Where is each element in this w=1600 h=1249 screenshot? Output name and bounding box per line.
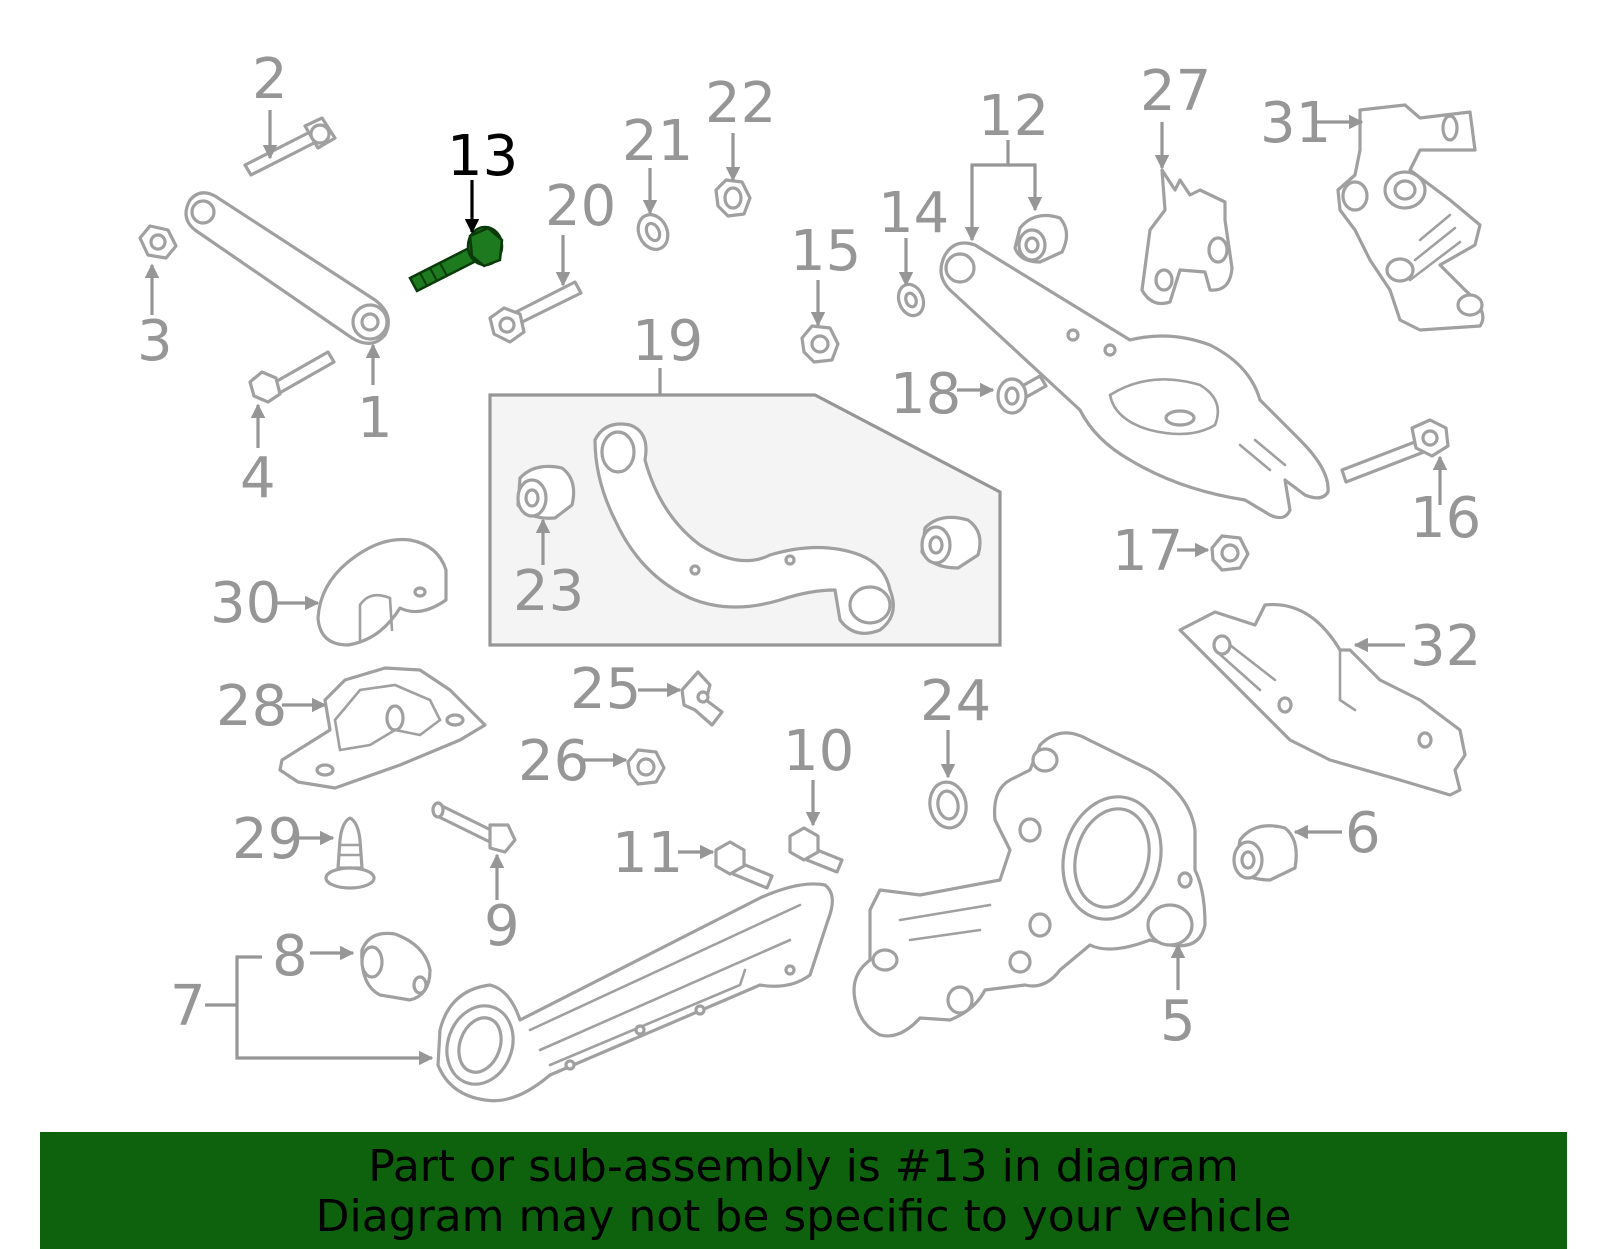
part-3-nut	[138, 224, 178, 260]
label-6: 6	[1345, 801, 1381, 866]
part-31-bracket-assembly	[1336, 103, 1485, 332]
label-4: 4	[240, 446, 276, 511]
part-1-control-link	[184, 191, 390, 345]
part-15-nut	[800, 324, 840, 364]
banner-line-1: Part or sub-assembly is #13 in diagram	[368, 1141, 1239, 1192]
label-31: 31	[1260, 91, 1331, 156]
part-16-bolt	[1340, 418, 1450, 484]
label-2: 2	[252, 47, 288, 112]
part-19-bushing-right	[920, 515, 982, 570]
part-29-push-pin	[324, 816, 376, 890]
part-17-nut	[1210, 534, 1250, 572]
info-banner: Part or sub-assembly is #13 in diagram D…	[40, 1132, 1567, 1249]
part-21-washer	[636, 213, 670, 251]
part-25-clip	[680, 670, 724, 727]
label-23: 23	[513, 559, 584, 624]
part-6-bushing	[1232, 824, 1298, 882]
part-22-nut	[714, 178, 752, 218]
label-13: 13	[447, 124, 518, 189]
part-23-bushing	[516, 464, 576, 520]
label-27: 27	[1140, 59, 1211, 124]
part-12-lower-control-arm	[939, 241, 1330, 520]
label-29: 29	[232, 807, 303, 872]
label-16: 16	[1410, 486, 1481, 551]
label-19: 19	[632, 309, 703, 374]
label-28: 28	[216, 674, 287, 739]
part-12-bushing	[1013, 214, 1069, 264]
part-labels: 2 3 1 4 13 20 21 22 15 14 12 27 31 19 18…	[137, 47, 1481, 1054]
label-9: 9	[484, 894, 520, 959]
label-8: 8	[272, 924, 308, 989]
label-30: 30	[210, 571, 281, 636]
part-28-mount	[278, 666, 487, 790]
banner-line-2: Diagram may not be specific to your vehi…	[315, 1191, 1292, 1242]
label-14: 14	[878, 181, 949, 246]
part-14-washer	[896, 282, 926, 318]
part-8-bushing	[360, 931, 432, 1002]
label-21: 21	[622, 109, 693, 174]
label-22: 22	[705, 71, 776, 136]
part-10-bolt	[788, 826, 844, 874]
part-30-mount	[316, 537, 448, 647]
part-5-knuckle	[852, 731, 1207, 1038]
label-20: 20	[545, 174, 616, 239]
part-9-bolt	[431, 801, 517, 854]
part-18-bolt	[996, 374, 1048, 415]
part-2-bolt	[243, 116, 337, 177]
label-32: 32	[1410, 614, 1481, 679]
label-1: 1	[357, 386, 393, 451]
part-13-bolt-highlighted	[408, 225, 504, 293]
part-11-bolt	[714, 840, 774, 890]
label-7: 7	[170, 974, 206, 1039]
part-24-washer	[928, 780, 968, 830]
label-15: 15	[790, 219, 861, 284]
leader-lines	[144, 110, 1448, 1058]
part-27-bracket	[1140, 168, 1234, 306]
part-7-trailing-arm	[436, 882, 834, 1103]
label-24: 24	[920, 669, 991, 734]
part-32-shield	[1178, 602, 1467, 797]
label-12: 12	[978, 84, 1049, 149]
label-3: 3	[137, 309, 173, 374]
part-20-bolt	[488, 280, 583, 344]
label-17: 17	[1112, 519, 1183, 584]
label-18: 18	[890, 362, 961, 427]
part-19-upper-control-arm	[593, 422, 895, 635]
label-5: 5	[1160, 989, 1196, 1054]
label-10: 10	[783, 719, 854, 784]
label-25: 25	[570, 657, 641, 722]
label-26: 26	[518, 729, 589, 794]
part-4-bolt	[248, 350, 336, 404]
part-26-nut	[626, 748, 666, 786]
label-11: 11	[612, 821, 683, 886]
